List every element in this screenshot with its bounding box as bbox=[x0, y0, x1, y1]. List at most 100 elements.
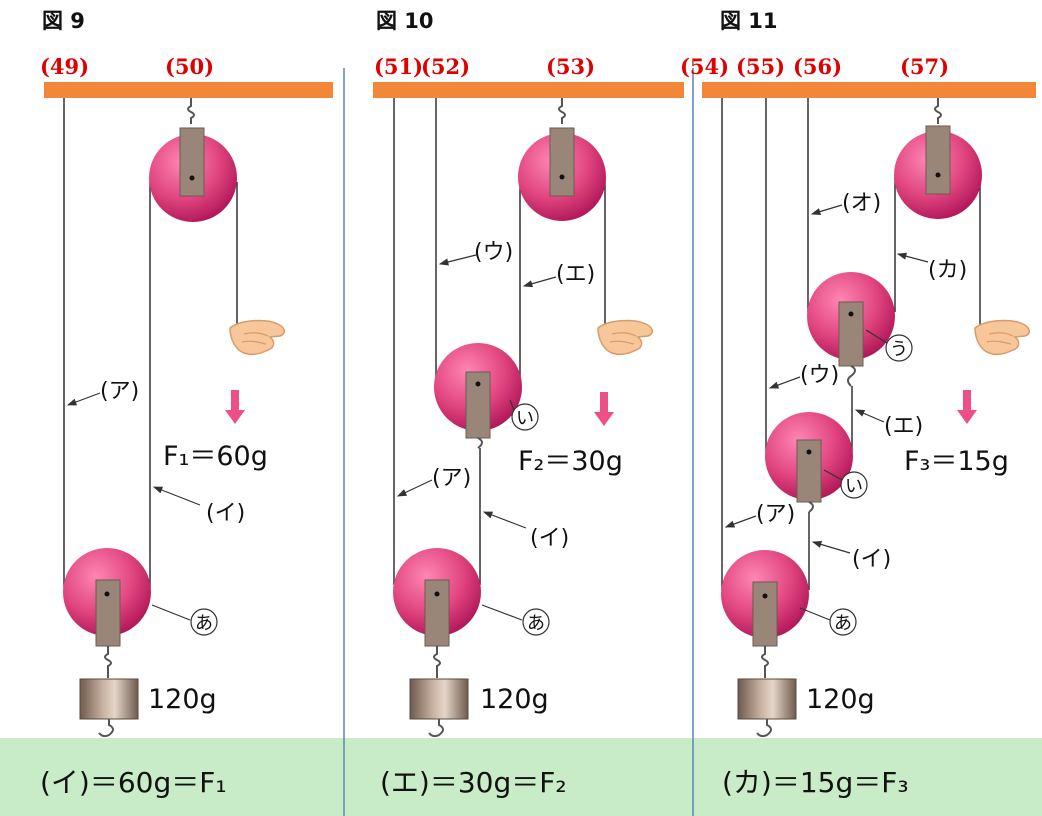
pulley-bracket bbox=[179, 127, 205, 197]
number-label-55: (55) bbox=[736, 54, 785, 79]
rope-label-u: (ウ) bbox=[800, 363, 839, 388]
pulley-label-circle bbox=[511, 403, 539, 431]
leader-line bbox=[482, 511, 527, 529]
leader-line bbox=[896, 252, 929, 263]
pulley-label-circle bbox=[840, 471, 868, 499]
hook bbox=[433, 646, 441, 678]
hand-icon bbox=[229, 319, 286, 356]
weight-block bbox=[737, 678, 797, 720]
pulley-bracket bbox=[465, 371, 491, 439]
leader-line bbox=[152, 486, 201, 506]
number-label-56: (56) bbox=[793, 54, 842, 79]
hook bbox=[98, 719, 114, 738]
hook bbox=[428, 719, 444, 738]
pulley-label-a: あ bbox=[195, 613, 213, 634]
figure-9: 図 9 (49) (50) 120g F₁＝60g (ア) (イ) bbox=[40, 9, 333, 799]
ceiling-bar bbox=[44, 82, 333, 98]
number-label-57: (57) bbox=[900, 54, 949, 79]
leader-line bbox=[724, 515, 757, 528]
leader-line bbox=[522, 276, 557, 288]
leader-line bbox=[823, 469, 843, 481]
force-arrow bbox=[957, 410, 977, 424]
hook bbox=[847, 365, 856, 387]
axle bbox=[935, 172, 941, 178]
rope-label-e: (エ) bbox=[556, 262, 595, 287]
rope-label-i: (イ) bbox=[206, 501, 245, 526]
rope-label-a: (ア) bbox=[432, 466, 471, 491]
number-label-52: (52) bbox=[421, 54, 470, 79]
figure-9-title: 図 9 bbox=[42, 9, 85, 33]
pulley-bracket bbox=[925, 125, 951, 195]
pulley-label-u: う bbox=[890, 339, 908, 360]
formula-10: (エ)＝30g＝F₂ bbox=[380, 766, 567, 799]
axle bbox=[762, 593, 768, 599]
axle bbox=[559, 174, 565, 180]
pulley-label-circle bbox=[190, 608, 218, 636]
force-label: F₁＝60g bbox=[163, 441, 268, 472]
force-arrow bbox=[963, 390, 971, 412]
leader-line bbox=[854, 409, 885, 423]
figure-11-title: 図 11 bbox=[720, 9, 778, 33]
formula-11: (カ)＝15g＝F₃ bbox=[722, 766, 909, 799]
figure-10: 図 10 (51) (52) (53) 120g F₂＝30g bbox=[373, 9, 684, 799]
leader-line bbox=[396, 479, 433, 497]
hook bbox=[558, 98, 566, 124]
pulley-bracket bbox=[549, 127, 575, 197]
pulley-label-circle bbox=[829, 608, 857, 636]
axle bbox=[848, 311, 854, 317]
ceiling-bar bbox=[373, 82, 684, 98]
pulley-label-circle bbox=[522, 608, 550, 636]
number-label-53: (53) bbox=[546, 54, 595, 79]
axle bbox=[806, 449, 812, 455]
rope-label-o: (オ) bbox=[842, 191, 881, 216]
rope-label-i: (イ) bbox=[530, 526, 569, 551]
leader-line bbox=[438, 254, 477, 266]
number-label-54: (54) bbox=[680, 54, 729, 79]
hand-icon bbox=[597, 319, 654, 356]
leader-line bbox=[811, 540, 851, 554]
pulley-label-i: い bbox=[845, 476, 863, 497]
leader-line bbox=[481, 604, 523, 621]
hand-icon bbox=[974, 319, 1031, 356]
pulley-label-circle bbox=[885, 334, 913, 362]
force-arrow bbox=[225, 410, 245, 424]
leader-line bbox=[799, 607, 831, 621]
number-label-50: (50) bbox=[165, 54, 214, 79]
rope-label-a: (ア) bbox=[756, 502, 795, 527]
hook bbox=[477, 437, 483, 449]
leader-line bbox=[865, 329, 888, 344]
leader-line bbox=[810, 204, 843, 216]
hook bbox=[761, 646, 769, 678]
rope-label-a: (ア) bbox=[100, 379, 139, 404]
rope-label-ka: (カ) bbox=[928, 258, 967, 283]
number-label-51: (51) bbox=[374, 54, 423, 79]
pulley-bracket bbox=[752, 581, 778, 647]
weight-label: 120g bbox=[148, 684, 217, 715]
leader-line bbox=[768, 376, 801, 389]
weight-label: 120g bbox=[806, 684, 875, 715]
leader-line bbox=[151, 604, 191, 621]
figure-10-title: 図 10 bbox=[376, 9, 434, 33]
hook bbox=[934, 98, 942, 124]
pulley-label-a: あ bbox=[527, 613, 545, 634]
pulley-label-i: い bbox=[516, 408, 534, 429]
force-arrow bbox=[600, 392, 608, 414]
axle bbox=[104, 591, 110, 597]
hook bbox=[808, 501, 814, 513]
weight-block bbox=[409, 678, 469, 720]
axle bbox=[434, 591, 440, 597]
hook bbox=[187, 98, 195, 124]
figure-11: 図 11 (54) (55) (56) (57) bbox=[680, 9, 1036, 799]
axle bbox=[189, 175, 195, 181]
weight-label: 120g bbox=[480, 684, 549, 715]
rope-label-u: (ウ) bbox=[474, 240, 513, 265]
number-label-49: (49) bbox=[40, 54, 89, 79]
axle bbox=[475, 381, 481, 387]
force-arrow bbox=[231, 390, 239, 412]
weight-block bbox=[79, 678, 139, 720]
hook bbox=[756, 719, 772, 738]
force-label: F₃＝15g bbox=[904, 446, 1009, 477]
rope-label-e: (エ) bbox=[884, 414, 923, 439]
pulley-bracket bbox=[95, 579, 121, 647]
